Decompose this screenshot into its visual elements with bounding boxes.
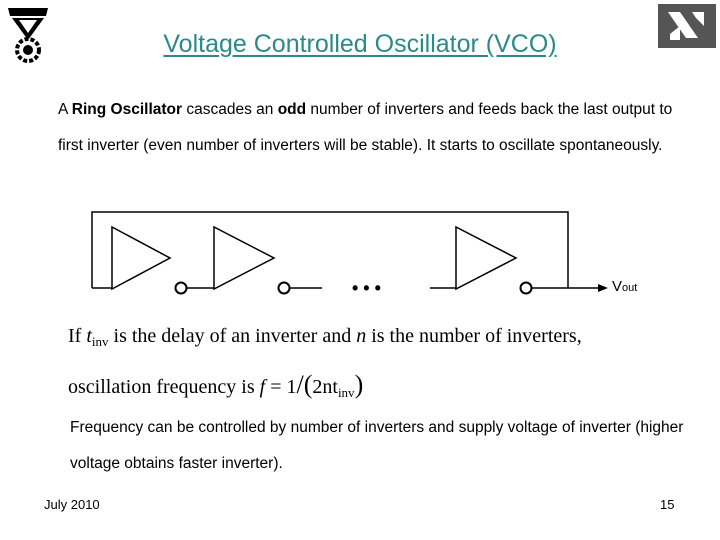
ellipsis-dots: • • • — [352, 278, 381, 298]
feedback-wire — [91, 211, 569, 288]
formula1-inv: inv — [91, 334, 109, 349]
inverter-1-bubble — [174, 281, 188, 295]
inverter-2 — [213, 225, 276, 291]
intro-bold-ring-oscillator: Ring Oscillator — [71, 101, 183, 118]
technion-logo — [8, 8, 48, 63]
formula2-2nt: 2nt — [312, 376, 338, 398]
slide-title: Voltage Controlled Oscillator (VCO) — [163, 30, 557, 58]
output-arrowhead — [598, 284, 608, 292]
formula2-text-a: oscillation frequency is — [68, 376, 260, 398]
inverter-n — [455, 225, 518, 291]
formula-line-2: oscillation frequency is f = 1/(2ntinv) — [68, 370, 363, 401]
vout-subscript: out — [622, 282, 638, 294]
footer-date: July 2010 — [44, 497, 100, 512]
vout-label: Vout — [612, 278, 637, 295]
formula1-text-b: is the delay of an inverter and — [108, 325, 357, 347]
formula1-text-c: is the number of inverters, — [366, 325, 582, 347]
inverter-2-bubble — [277, 281, 291, 295]
formula2-slash: / — [296, 370, 304, 399]
page-number: 15 — [660, 497, 675, 512]
intro-bold-odd: odd — [277, 101, 307, 118]
formula1-t: t — [86, 325, 92, 347]
formula2-eq: = 1 — [265, 376, 297, 398]
intro-paragraph: A Ring Oscillator cascades an odd number… — [58, 92, 678, 164]
inverter-n-bubble — [519, 281, 533, 295]
intro-text-3: number of inverters and feeds back the l… — [58, 101, 673, 154]
formula2-inv: inv — [337, 385, 355, 400]
formula2-paren-open: ( — [303, 370, 313, 399]
inverter-1 — [111, 225, 172, 291]
ring-oscillator-diagram: • • • — [91, 211, 608, 298]
formula2-f: f — [259, 376, 266, 398]
conclusion-paragraph: Frequency can be controlled by number of… — [70, 419, 684, 472]
formula2-paren-close: ) — [354, 370, 364, 399]
formula1-text-a: If — [68, 325, 87, 347]
intro-text-1: A — [58, 101, 72, 118]
vout-main: V — [612, 278, 623, 295]
formula-line-1: If tinv is the delay of an inverter and … — [68, 325, 582, 350]
intro-text-2: cascades an — [182, 101, 278, 118]
department-logo — [658, 4, 716, 48]
formula1-n: n — [356, 325, 367, 347]
